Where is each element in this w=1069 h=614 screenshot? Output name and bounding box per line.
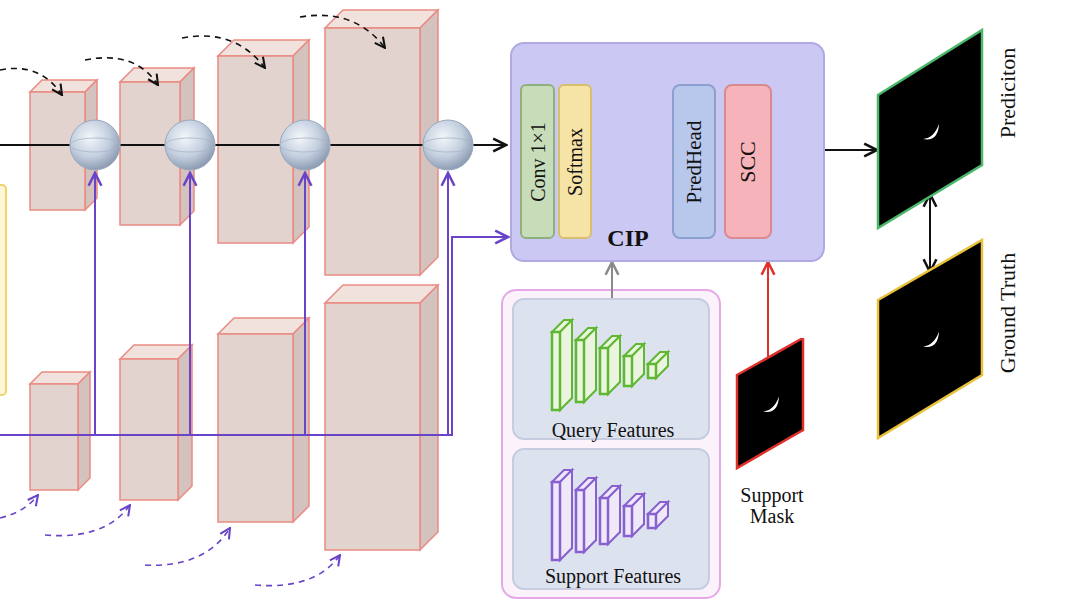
scc-block: SCC <box>724 84 772 239</box>
node-label: CIP <box>607 226 648 251</box>
node-label: Query Features <box>552 420 675 441</box>
node-label: Conv 1×1 <box>527 122 548 202</box>
node-label: Support Features <box>545 566 681 587</box>
connector-arrow <box>767 262 769 358</box>
node-label: Softmax <box>565 128 586 196</box>
connector-arrow <box>929 194 931 272</box>
prediction-image: Prediciton <box>876 28 1026 230</box>
connector-arrow <box>825 149 877 151</box>
node-label: Prediciton <box>996 48 1019 138</box>
node-label: Support Mask <box>724 485 820 527</box>
node-label: PredHead <box>683 120 705 203</box>
softmax-block: Softmax <box>558 84 592 239</box>
ground-truth-image: Ground Truth <box>876 238 1026 440</box>
connector-arrow <box>611 262 613 298</box>
node-label: Ground Truth <box>996 253 1019 373</box>
module-box: CIP Conv 1×1 Softmax PredHead SCC <box>510 42 825 262</box>
predhead-block: PredHead <box>672 84 716 239</box>
node-label: SCC <box>736 141 759 183</box>
conv-block: Conv 1×1 <box>520 84 555 239</box>
mask-image: Support Mask <box>722 338 822 538</box>
feature-panel: Support Features <box>512 448 710 590</box>
feature-panel: Query Features <box>512 298 710 440</box>
